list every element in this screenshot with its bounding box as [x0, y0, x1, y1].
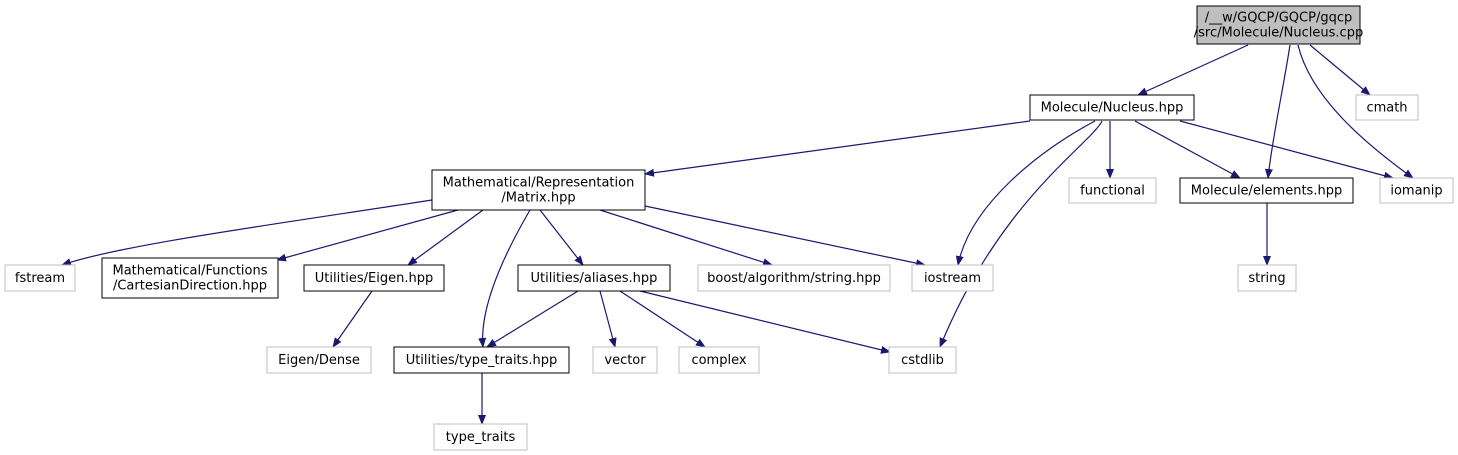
node-label: boost/algorithm/string.hpp — [707, 271, 881, 286]
node-vector: vector — [592, 346, 658, 374]
edge-nucleus_hpp-to-elements_hpp — [1134, 120, 1241, 179]
node-label: Mathematical/Representation — [443, 176, 635, 191]
node-label: vector — [604, 353, 646, 368]
node-type_traits: type_traits — [433, 423, 528, 451]
node-label: iostream — [924, 271, 981, 286]
node-cartesian_hpp[interactable]: Mathematical/Functions/CartesianDirectio… — [101, 257, 279, 299]
node-box — [303, 264, 445, 292]
edge-nucleus_hpp-to-matrix_hpp — [644, 120, 1031, 177]
node-string: string — [1237, 264, 1297, 292]
node-box — [433, 423, 528, 451]
node-box — [101, 257, 279, 299]
node-box — [517, 264, 671, 292]
node-label: Utilities/Eigen.hpp — [315, 271, 434, 286]
node-label: /src/Molecule/Nucleus.cpp — [1194, 26, 1363, 41]
node-label: /CartesianDirection.hpp — [113, 279, 267, 294]
node-nucleus_cpp[interactable]: /__w/GQCP/GQCP/gqcp/src/Molecule/Nucleus… — [1194, 5, 1363, 45]
edge-matrix_hpp-to-boost_string — [599, 209, 773, 267]
node-box — [888, 346, 957, 374]
edge-aliases_hpp-to-type_traits_hpp — [486, 290, 579, 348]
node-cmath: cmath — [1355, 94, 1419, 121]
node-label: complex — [691, 353, 746, 368]
node-label: cstdlib — [901, 353, 944, 368]
node-eigen_hpp[interactable]: Utilities/Eigen.hpp — [303, 264, 445, 292]
edge-nucleus_cpp-to-iomanip — [1297, 44, 1414, 179]
node-elements_hpp[interactable]: Molecule/elements.hpp — [1179, 177, 1354, 204]
node-box — [4, 264, 76, 292]
node-box — [697, 264, 891, 292]
node-label: fstream — [15, 271, 65, 286]
node-boost_string: boost/algorithm/string.hpp — [697, 264, 891, 292]
node-label: type_traits — [446, 430, 516, 445]
node-label: Mathematical/Functions — [112, 264, 267, 279]
node-label: Utilities/type_traits.hpp — [406, 353, 558, 368]
edge-nucleus_hpp-to-iomanip — [1179, 120, 1394, 180]
node-box — [1379, 177, 1454, 204]
node-iostream: iostream — [911, 264, 994, 292]
edge-matrix_hpp-to-fstream — [61, 199, 433, 266]
node-label: Eigen/Dense — [278, 353, 360, 368]
node-box — [678, 346, 760, 374]
nodes-layer: /__w/GQCP/GQCP/gqcp/src/Molecule/Nucleus… — [4, 5, 1454, 451]
node-box — [266, 346, 372, 374]
node-matrix_hpp[interactable]: Mathematical/Representation/Matrix.hpp — [431, 169, 646, 211]
node-box — [431, 169, 646, 211]
edge-eigen_hpp-to-eigen_dense — [332, 290, 373, 348]
node-nucleus_hpp[interactable]: Molecule/Nucleus.hpp — [1029, 94, 1195, 121]
node-box — [1355, 94, 1419, 121]
node-label: cmath — [1366, 101, 1407, 116]
node-label: iomanip — [1390, 184, 1442, 199]
node-complex: complex — [678, 346, 760, 374]
node-box — [1237, 264, 1297, 292]
edge-nucleus_hpp-to-cstdlib — [939, 120, 1103, 348]
node-eigen_dense: Eigen/Dense — [266, 346, 372, 374]
node-box — [1179, 177, 1354, 204]
edges-layer — [61, 44, 1414, 425]
edge-matrix_hpp-to-aliases_hpp — [539, 209, 584, 266]
node-box — [393, 346, 570, 374]
edge-matrix_hpp-to-iostream — [644, 205, 926, 268]
node-label: functional — [1080, 184, 1145, 199]
node-functional: functional — [1068, 177, 1157, 204]
node-type_traits_hpp[interactable]: Utilities/type_traits.hpp — [393, 346, 570, 374]
node-label: Molecule/Nucleus.hpp — [1041, 101, 1184, 116]
edge-nucleus_cpp-to-nucleus_hpp — [1137, 44, 1249, 96]
node-box — [1196, 5, 1361, 45]
node-label: /Matrix.hpp — [501, 191, 575, 206]
edge-nucleus_cpp-to-elements_hpp — [1264, 44, 1291, 179]
node-cstdlib: cstdlib — [888, 346, 957, 374]
edge-nucleus_cpp-to-cmath — [1309, 44, 1371, 96]
edge-matrix_hpp-to-type_traits_hpp — [478, 209, 531, 348]
edge-nucleus_hpp-to-iostream — [955, 120, 1096, 266]
node-box — [911, 264, 994, 292]
edge-aliases_hpp-to-complex — [619, 290, 706, 348]
node-label: Utilities/aliases.hpp — [531, 271, 658, 286]
node-box — [592, 346, 658, 374]
node-iomanip: iomanip — [1379, 177, 1454, 204]
node-label: /__w/GQCP/GQCP/gqcp — [1205, 11, 1353, 26]
node-box — [1029, 94, 1195, 121]
node-label: Molecule/elements.hpp — [1191, 184, 1342, 199]
edge-matrix_hpp-to-eigen_hpp — [407, 209, 484, 266]
node-label: string — [1248, 271, 1285, 286]
edge-aliases_hpp-to-cstdlib — [639, 290, 891, 354]
edge-matrix_hpp-to-cartesian_hpp — [276, 209, 459, 262]
node-box — [1068, 177, 1157, 204]
edge-aliases_hpp-to-vector — [599, 290, 617, 348]
node-fstream: fstream — [4, 264, 76, 292]
node-aliases_hpp[interactable]: Utilities/aliases.hpp — [517, 264, 671, 292]
